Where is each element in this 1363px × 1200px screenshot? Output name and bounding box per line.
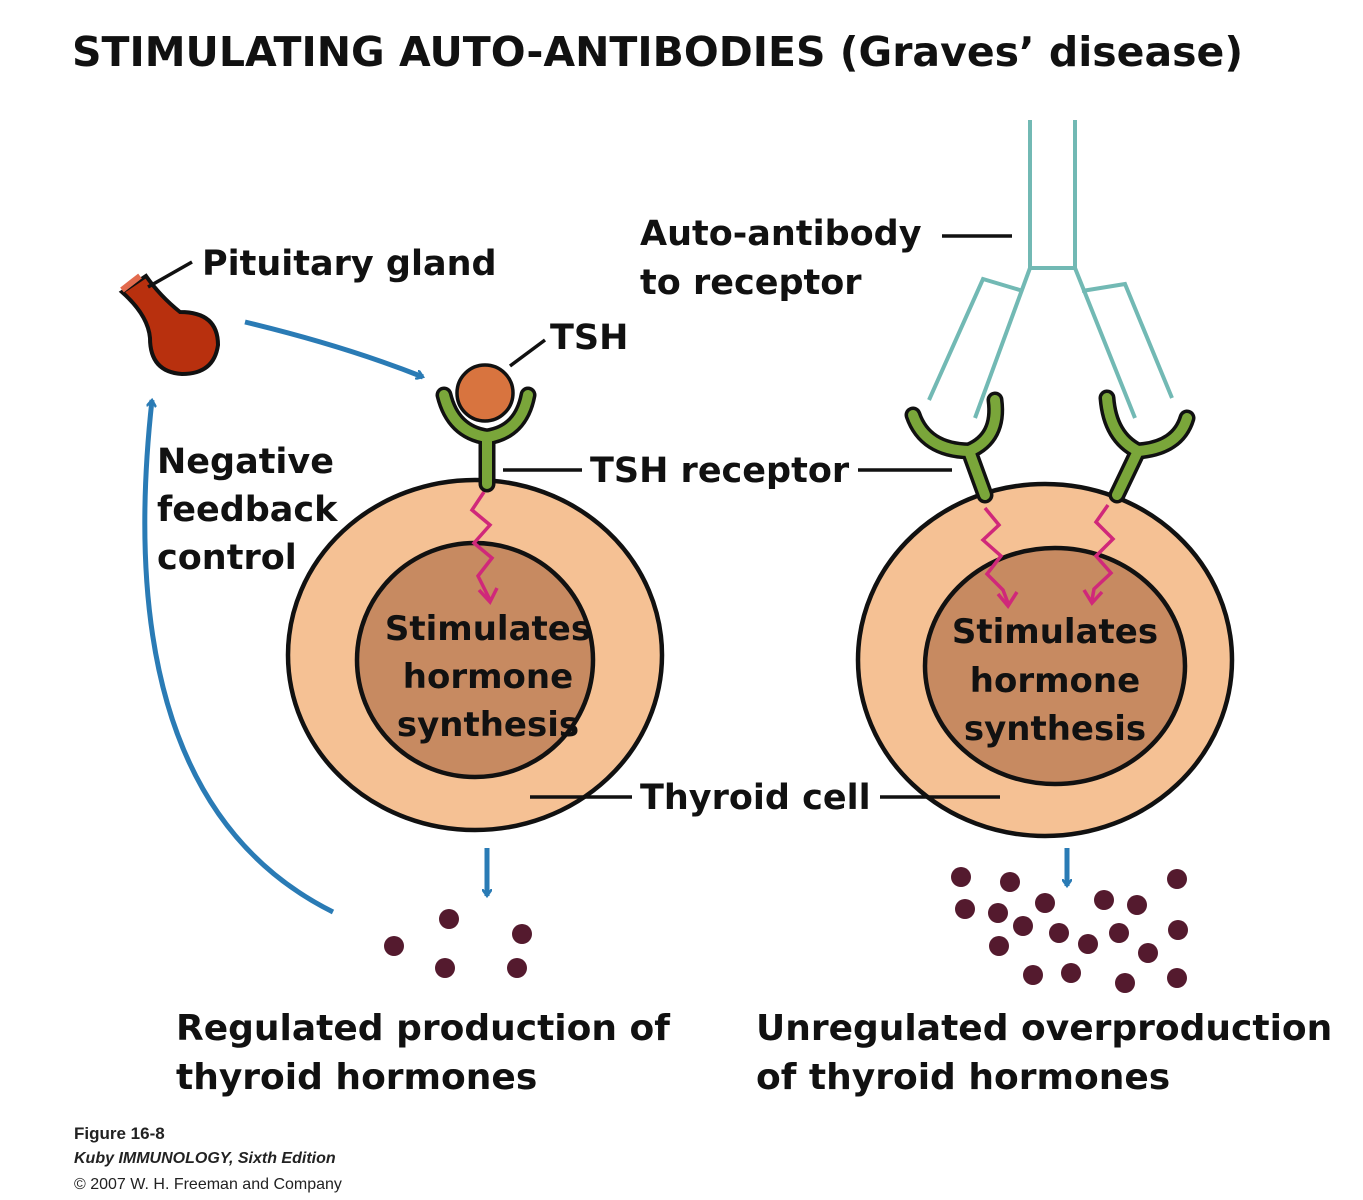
left-nucleus-line2: hormone — [403, 657, 573, 697]
hormones-regulated — [384, 909, 532, 978]
hormone-dot — [439, 909, 459, 929]
right-nucleus-line3: synthesis — [964, 709, 1146, 749]
hormone-dot — [512, 924, 532, 944]
label-feedback-line1: Negative — [157, 442, 334, 482]
right-thyroid-cell: Stimulates hormone synthesis — [855, 481, 1235, 839]
auto-antibody — [927, 120, 1174, 419]
caption-left-line1: Regulated production of — [176, 1008, 670, 1049]
pituitary-leader — [147, 260, 193, 289]
caption-left-line2: thyroid hormones — [176, 1057, 537, 1098]
hormone-dot — [1078, 934, 1098, 954]
hormone-dot — [1023, 965, 1043, 985]
right-tsh-receptor-2 — [1098, 389, 1196, 504]
hormone-dot — [384, 936, 404, 956]
diagram-title: STIMULATING AUTO-ANTIBODIES (Graves’ dis… — [72, 28, 1243, 76]
label-thyroid-cell: Thyroid cell — [640, 778, 871, 818]
right-tsh-receptor-1 — [904, 391, 1005, 504]
hormone-dot — [1035, 893, 1055, 913]
hormone-dot — [507, 958, 527, 978]
book-title: Kuby IMMUNOLOGY, Sixth Edition — [74, 1150, 336, 1167]
caption-right-line1: Unregulated overproduction — [756, 1008, 1332, 1049]
right-nucleus-line1: Stimulates — [952, 612, 1158, 652]
hormone-dot — [1127, 895, 1147, 915]
left-nucleus-line1: Stimulates — [385, 609, 591, 649]
right-signal-zigzag-2 — [1090, 503, 1116, 601]
figure-number: Figure 16-8 — [74, 1124, 165, 1143]
hormone-dot — [951, 867, 971, 887]
right-nucleus-line2: hormone — [970, 661, 1140, 701]
label-feedback-line3: control — [157, 538, 297, 578]
tsh-leader — [508, 338, 547, 368]
hormone-dot — [1000, 872, 1020, 892]
right-cell-nucleus — [922, 545, 1188, 787]
hormone-dot — [989, 936, 1009, 956]
hormone-dot — [1167, 968, 1187, 988]
hormone-dot — [1061, 963, 1081, 983]
left-signal-zigzag — [469, 491, 495, 601]
left-nucleus-line3: synthesis — [397, 705, 579, 745]
label-tsh-receptor: TSH receptor — [590, 451, 850, 491]
copyright-notice: © 2007 W. H. Freeman and Company — [74, 1176, 342, 1193]
hormone-dot — [1013, 916, 1033, 936]
pituitary-gland — [118, 273, 221, 377]
hormone-dot — [1138, 943, 1158, 963]
left-thyroid-cell: Stimulates hormone synthesis — [285, 477, 665, 833]
hormone-dot — [435, 958, 455, 978]
label-pituitary-gland: Pituitary gland — [202, 244, 497, 284]
right-signal-zigzag-1 — [980, 506, 1010, 604]
hormones-unregulated — [951, 867, 1188, 993]
hormone-dot — [1049, 923, 1069, 943]
arrow-negative-feedback — [142, 400, 335, 915]
hormone-dot — [1167, 869, 1187, 889]
hormone-dot — [955, 899, 975, 919]
tsh-molecule — [455, 363, 515, 423]
arrow-pituitary-to-tsh — [244, 319, 423, 377]
label-tsh: TSH — [550, 318, 628, 358]
left-tsh-receptor — [435, 386, 537, 493]
hormone-dot — [1168, 920, 1188, 940]
hormone-dot — [1109, 923, 1129, 943]
hormone-dot — [1094, 890, 1114, 910]
hormone-dot — [988, 903, 1008, 923]
label-autoantibody-line1: Auto-antibody — [640, 214, 922, 254]
label-feedback-line2: feedback — [157, 490, 338, 530]
caption-right-line2: of thyroid hormones — [756, 1057, 1170, 1098]
hormone-dot — [1115, 973, 1135, 993]
label-autoantibody-line2: to receptor — [640, 263, 862, 303]
